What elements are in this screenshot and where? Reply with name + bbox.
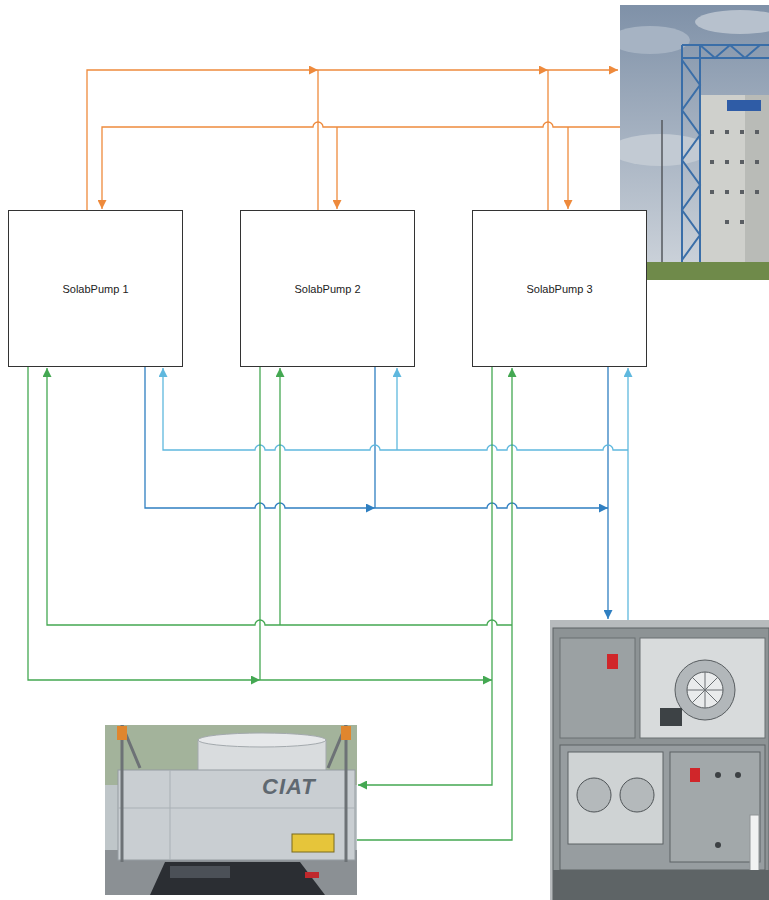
- window: [740, 190, 744, 194]
- ahu-door: [670, 752, 760, 862]
- lifting-frame: [122, 725, 346, 862]
- box-label: SolabPump 1: [62, 283, 128, 295]
- background: [105, 725, 357, 895]
- supply-pipe: [318, 69, 548, 70]
- window: [725, 220, 729, 224]
- supply-pipe: [547, 70, 548, 210]
- building-wall-shade: [745, 95, 769, 265]
- fan-wheel: [687, 672, 723, 708]
- return-pipe: [102, 122, 620, 209]
- fan: [577, 778, 611, 812]
- fan: [620, 778, 654, 812]
- window: [725, 130, 729, 134]
- window: [710, 160, 714, 164]
- cloud: [695, 10, 769, 34]
- truss-bracing: [700, 45, 760, 58]
- supply-pipe: [317, 70, 318, 210]
- cooler-pipe: [358, 367, 492, 785]
- ahu-door: [560, 638, 635, 738]
- fan-volute: [675, 660, 735, 720]
- window: [710, 130, 714, 134]
- fan-top: [198, 733, 326, 747]
- supply-pipe: [374, 367, 375, 508]
- building-wall: [700, 95, 769, 265]
- window: [740, 130, 744, 134]
- sticker: [292, 834, 334, 852]
- car-light: [305, 872, 319, 878]
- return-pipe: [396, 368, 397, 450]
- return-pipe: [627, 368, 628, 620]
- windows: [710, 130, 759, 224]
- return-pipe: [336, 127, 337, 209]
- box-label: SolabPump 2: [294, 283, 360, 295]
- lamp-post: [661, 120, 663, 262]
- fan-blades: [687, 672, 723, 708]
- return-pipe: [163, 368, 628, 450]
- background: [550, 620, 769, 900]
- cooler-pipe: [260, 679, 492, 680]
- air-handling-unit-photo: [550, 620, 769, 900]
- light-blue-pipes: [163, 368, 628, 620]
- supply-pipe: [607, 367, 608, 619]
- lifting-strap: [117, 726, 127, 740]
- door-handle: [715, 842, 721, 848]
- window: [740, 160, 744, 164]
- window: [710, 190, 714, 194]
- lifting-strap: [341, 726, 351, 740]
- cooler-pipe: [259, 367, 260, 680]
- truss-tower: [682, 45, 769, 262]
- dry-cooler-photo: [105, 725, 357, 895]
- door-handle: [715, 772, 721, 778]
- red-switch: [607, 654, 618, 669]
- ahu-base: [553, 870, 769, 900]
- supply-pipe: [87, 70, 318, 210]
- car-window: [170, 866, 230, 878]
- return-pipe: [567, 127, 568, 209]
- fan-compartment: [568, 752, 663, 844]
- window: [755, 190, 759, 194]
- cooler-pipe: [357, 368, 512, 840]
- pump-box: SolabPump 1: [8, 210, 183, 367]
- door-handle: [735, 772, 741, 778]
- fan-motor: [660, 708, 682, 726]
- cooler-pipe: [28, 367, 260, 680]
- car: [150, 862, 325, 895]
- ahu-cabinet: [553, 628, 769, 900]
- lower-section: [560, 745, 765, 870]
- orange-pipes: [87, 70, 620, 210]
- pump-box: SolabPump 2: [240, 210, 415, 367]
- box-label: SolabPump 3: [526, 283, 592, 295]
- cooler-body: [118, 770, 355, 860]
- window: [740, 220, 744, 224]
- brand-label: CIAT: [262, 774, 316, 800]
- fan-compartment: [640, 638, 765, 738]
- dark-blue-pipes: [145, 367, 608, 619]
- window: [725, 190, 729, 194]
- cloud: [620, 26, 690, 54]
- truss-frame: [682, 45, 769, 262]
- panel-lines: [118, 770, 355, 860]
- truss-bracing: [682, 60, 700, 260]
- red-switch: [690, 768, 700, 782]
- building-sign: [727, 100, 761, 111]
- window: [755, 160, 759, 164]
- pump-box: SolabPump 3: [472, 210, 647, 367]
- supply-pipe: [548, 69, 618, 70]
- cooler-pipe: [279, 368, 280, 625]
- cooler-pipe: [47, 368, 512, 625]
- green-pipes: [28, 367, 512, 840]
- window: [755, 130, 759, 134]
- window: [725, 160, 729, 164]
